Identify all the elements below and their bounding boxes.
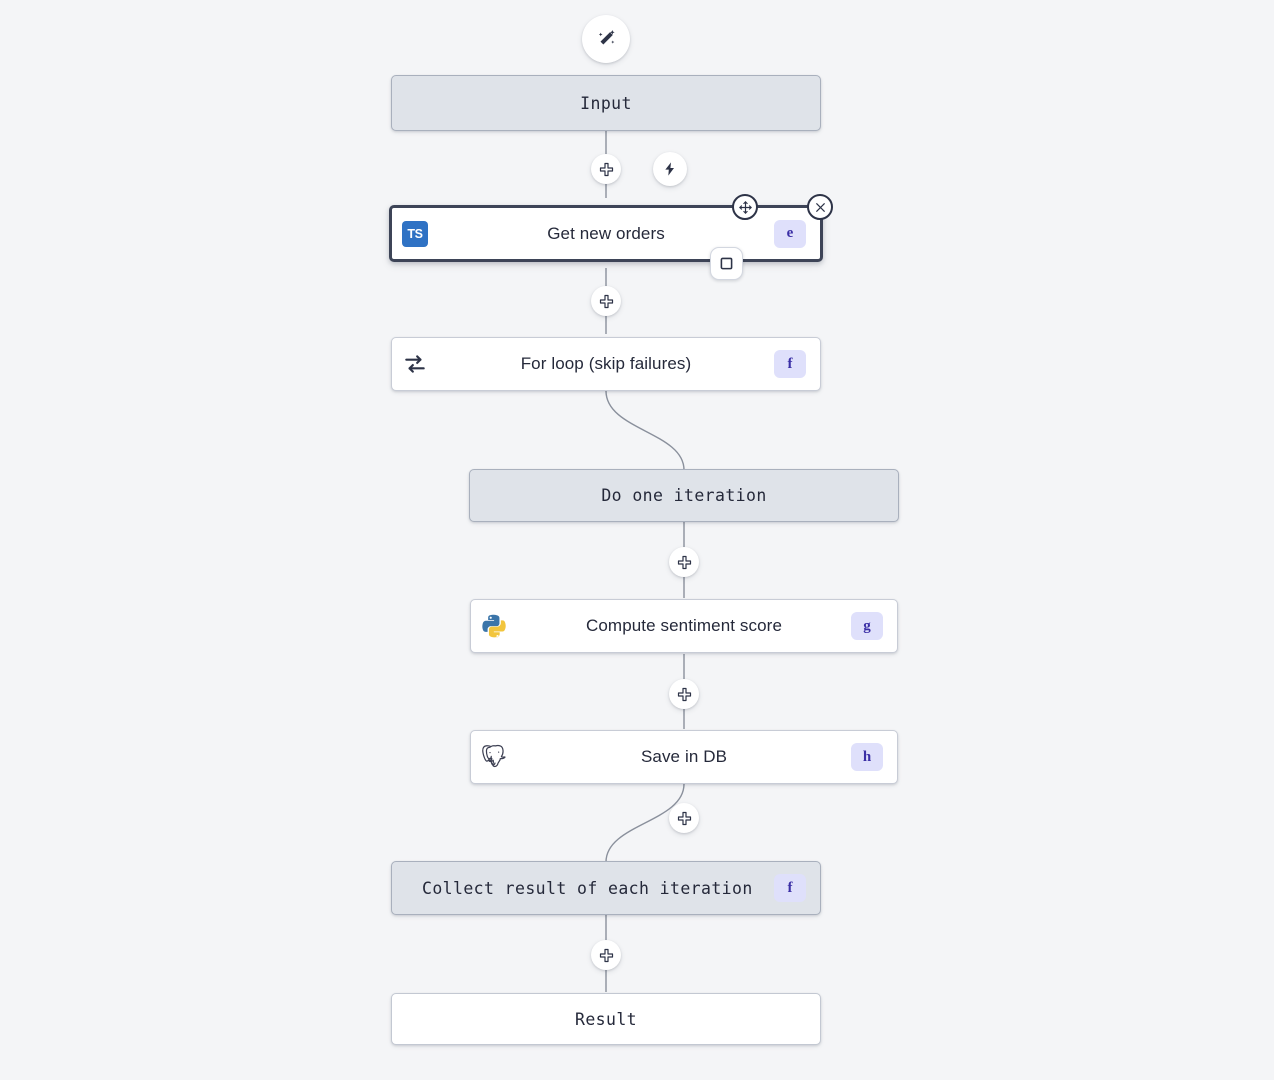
add-step-button-after-iteration[interactable] — [669, 547, 699, 577]
close-icon — [815, 202, 825, 212]
plus-icon — [599, 294, 613, 308]
add-step-button-before-result[interactable] — [591, 940, 621, 970]
node-badge: g — [851, 612, 883, 640]
add-step-button-after-input[interactable] — [591, 154, 621, 184]
node-get-new-orders[interactable]: TS Get new orders e — [389, 205, 823, 262]
node-input[interactable]: Input — [391, 75, 821, 131]
node-badge: h — [851, 743, 883, 771]
typescript-icon: TS — [402, 220, 428, 247]
node-label: Result — [574, 1009, 637, 1029]
node-label: For loop (skip failures) — [520, 354, 692, 373]
node-collect-result[interactable]: Collect result of each iteration f — [391, 861, 821, 915]
node-for-loop[interactable]: For loop (skip failures) f — [391, 337, 821, 391]
node-label: Get new orders — [547, 223, 665, 243]
plus-icon — [677, 811, 691, 825]
stop-button[interactable] — [710, 247, 743, 280]
plus-icon — [677, 555, 691, 569]
python-icon — [482, 614, 506, 638]
plus-icon — [677, 687, 691, 701]
plus-icon — [599, 162, 613, 176]
node-do-one-iteration[interactable]: Do one iteration — [469, 469, 899, 522]
node-label: Input — [580, 93, 632, 113]
node-label: Compute sentiment score — [586, 616, 782, 635]
loop-icon — [405, 355, 425, 373]
magic-wand-icon — [598, 30, 615, 45]
node-label: Save in DB — [640, 747, 728, 766]
node-label: Do one iteration — [601, 486, 767, 505]
node-compute-sentiment-score[interactable]: Compute sentiment score g — [470, 599, 898, 653]
node-icon-slot — [392, 351, 438, 377]
node-badge: f — [774, 350, 806, 378]
add-step-button-after-get-new-orders[interactable] — [591, 286, 621, 316]
postgresql-icon — [482, 744, 506, 768]
close-button[interactable] — [807, 194, 833, 220]
ai-generate-button[interactable] — [582, 15, 630, 63]
node-label: Collect result of each iteration — [422, 878, 753, 898]
move-handle-button[interactable] — [732, 194, 758, 220]
plus-icon — [599, 948, 613, 962]
node-icon-slot — [471, 613, 517, 639]
node-icon-slot — [471, 744, 517, 770]
node-save-in-db[interactable]: Save in DB h — [470, 730, 898, 784]
add-step-button-after-compute[interactable] — [669, 679, 699, 709]
node-badge: e — [774, 219, 806, 248]
move-icon — [738, 200, 752, 214]
node-badge: f — [774, 874, 806, 902]
node-result[interactable]: Result — [391, 993, 821, 1045]
add-step-button-after-save-in-db[interactable] — [669, 803, 699, 833]
trigger-button[interactable] — [653, 152, 687, 186]
stop-square-icon — [720, 257, 733, 270]
node-icon-slot: TS — [392, 220, 438, 247]
lightning-bolt-icon — [665, 162, 674, 176]
